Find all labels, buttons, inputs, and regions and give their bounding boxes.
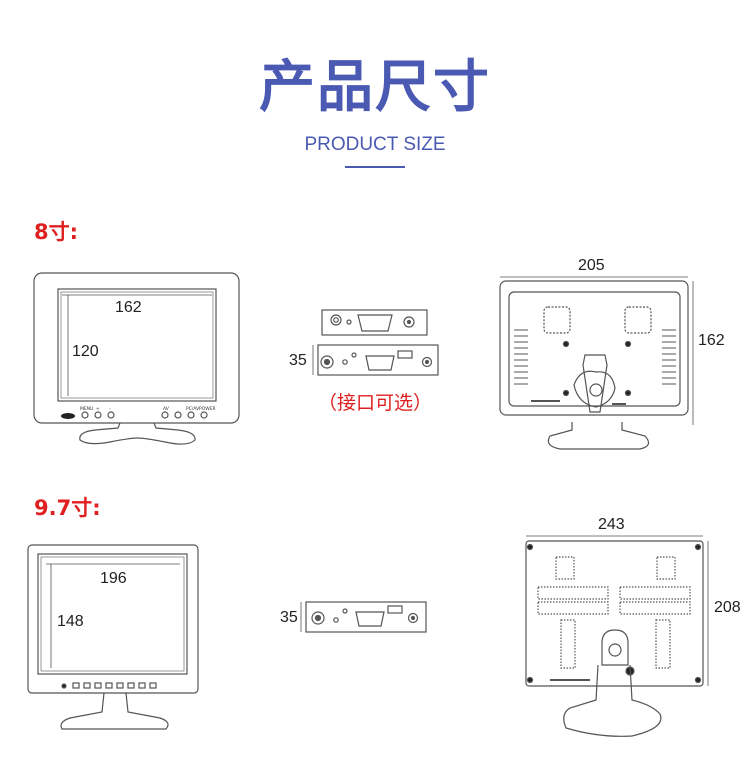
monitor-back-8inch	[499, 276, 694, 450]
svg-text:AV: AV	[163, 406, 170, 412]
monitor-back-9-7inch	[525, 535, 709, 737]
svg-text:+: +	[96, 406, 100, 412]
section-label-9-7inch: 9.7寸:	[34, 496, 101, 520]
back-height-8inch: 162	[698, 332, 725, 349]
monitor-front-8inch	[33, 272, 240, 445]
back-width-8inch: 205	[578, 257, 605, 274]
interface-note: （接口可选）	[318, 392, 433, 414]
page-subtitle: PRODUCT SIZE	[304, 134, 446, 155]
button-labels-8inch: MENU + - AV PC/AV POWER	[80, 406, 216, 412]
section-label-8inch: 8寸:	[34, 220, 79, 244]
front-width-9-7inch: 196	[100, 570, 127, 587]
front-width-8inch: 162	[115, 299, 142, 316]
front-height-9-7inch: 148	[57, 613, 84, 630]
interface-panel-bottom	[312, 344, 439, 376]
depth-8inch: 35	[289, 352, 307, 369]
depth-9-7inch: 35	[280, 609, 298, 626]
page-title: 产品尺寸	[259, 55, 491, 120]
svg-text:-: -	[109, 407, 111, 412]
front-height-8inch: 120	[72, 343, 99, 360]
svg-text:PC/AV: PC/AV	[186, 406, 200, 412]
back-height-9-7inch: 208	[714, 599, 741, 616]
monitor-front-9-7inch	[27, 544, 199, 730]
interface-panel-top	[321, 309, 428, 336]
interface-panel-9-7inch	[300, 601, 427, 633]
title-underline	[345, 166, 405, 168]
svg-text:POWER: POWER	[199, 406, 216, 412]
svg-text:MENU: MENU	[80, 406, 93, 412]
back-width-9-7inch: 243	[598, 516, 625, 533]
